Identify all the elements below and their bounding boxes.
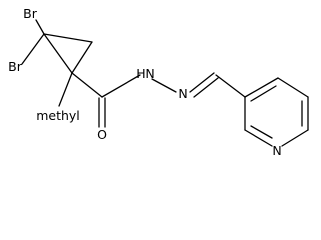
pyridine-bond-1 bbox=[244, 77, 279, 98]
atom-amide-h: H bbox=[136, 66, 145, 81]
pyridine-bond-4 bbox=[281, 129, 309, 147]
ring-bond-cq-cbr bbox=[43, 33, 73, 74]
atom-pyridine-n: N bbox=[272, 143, 281, 158]
bond-imine-a bbox=[189, 72, 215, 93]
bond-n-n bbox=[151, 78, 177, 93]
bond-imine-b bbox=[193, 77, 219, 98]
bond-carbonyl-nh bbox=[101, 74, 141, 98]
chemical-structure: Br Br methyl O H N N N bbox=[8, 6, 309, 158]
bond-c-br-top bbox=[35, 19, 45, 35]
pyridine-bond-5 bbox=[244, 129, 273, 147]
atom-carbonyl-o: O bbox=[97, 127, 107, 142]
pyridine-inner-1 bbox=[250, 85, 277, 102]
bond-cq-carbonyl bbox=[71, 72, 103, 98]
atom-imine-n: N bbox=[178, 86, 187, 101]
ring-bond-ch2-cq bbox=[71, 41, 93, 74]
pyridine-inner-3 bbox=[250, 125, 273, 139]
ring-bond-cbr-ch2 bbox=[43, 33, 93, 43]
bond-c-br-left bbox=[21, 33, 45, 65]
atom-methyl: methyl bbox=[36, 108, 80, 123]
atom-amide-n: N bbox=[145, 66, 154, 81]
bond-methyl bbox=[58, 72, 73, 107]
atom-br-left: Br bbox=[8, 59, 23, 74]
bond-ch-pyridine bbox=[215, 74, 246, 98]
pyridine-bond-2 bbox=[277, 77, 309, 98]
atom-br-top: Br bbox=[23, 6, 38, 21]
